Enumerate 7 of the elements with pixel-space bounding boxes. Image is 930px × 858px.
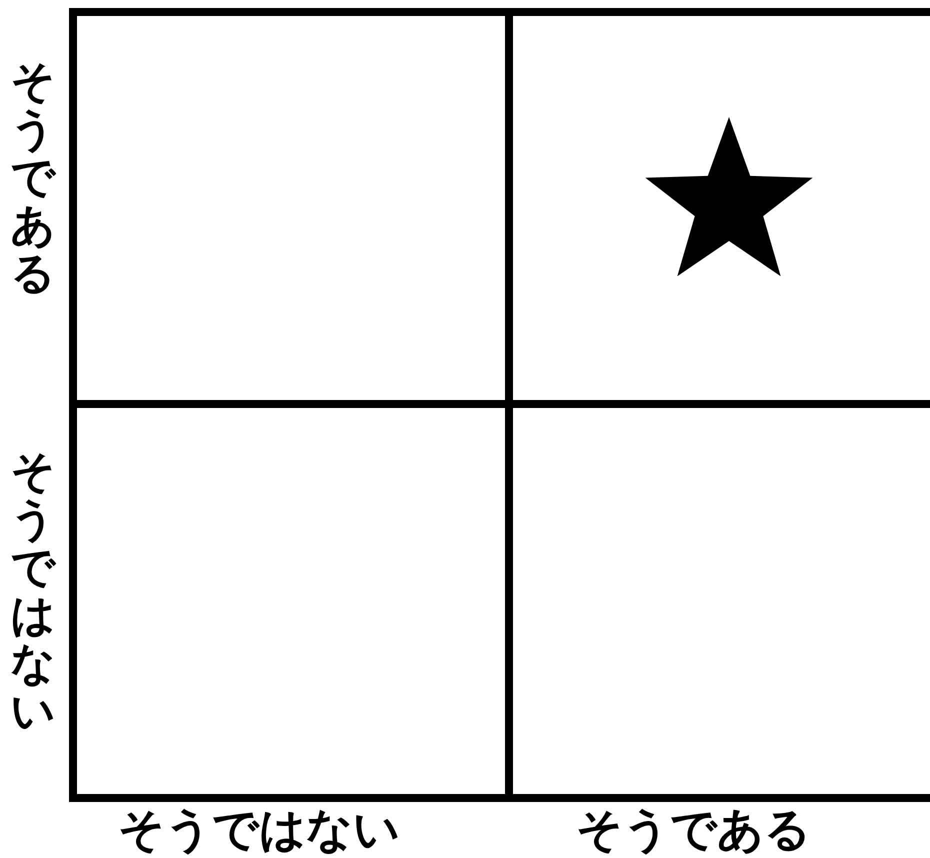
quadrant-box xyxy=(513,8,930,408)
axis-label: そうではない xyxy=(10,448,58,736)
quadrant-box xyxy=(69,8,513,408)
axis-label: そうである xyxy=(576,806,811,852)
axis-label: そうではない xyxy=(118,806,400,852)
quadrant-box xyxy=(69,408,513,802)
axis-label: そうである xyxy=(10,58,58,298)
